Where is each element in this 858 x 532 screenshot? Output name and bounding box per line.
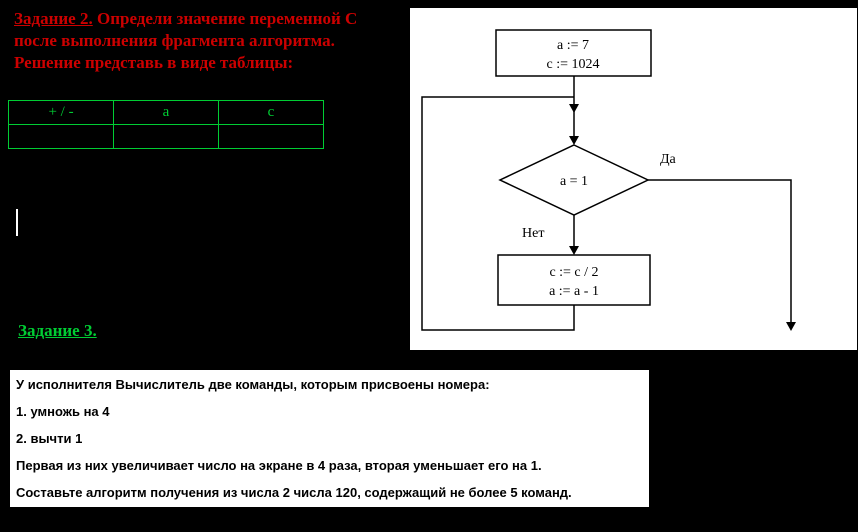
task2-title: Задание 2.: [14, 9, 93, 28]
task3-title: Задание 3.: [18, 321, 97, 340]
loop-block: [497, 254, 651, 306]
table-header-row: + / - a c: [8, 100, 324, 125]
arrowhead-junction: [569, 104, 579, 113]
task2-body-line1: Определи значение переменной С: [92, 9, 358, 28]
instruction-line-4: Первая из них увеличивает число на экран…: [16, 458, 542, 473]
flowchart-panel: a := 7 c := 1024 a = 1 Да Нет c := c / 2…: [410, 8, 857, 350]
instruction-line-3: 2. вычти 1: [16, 431, 83, 446]
loop-back-line: [421, 96, 575, 331]
solution-table: + / - a c: [8, 100, 324, 149]
task2-heading: Задание 2. Определи значение переменной …: [14, 8, 406, 74]
no-label: Нет: [522, 226, 544, 241]
table-row: [8, 124, 324, 149]
arrowhead-into-loop-block: [569, 246, 579, 255]
table-header-c: c: [218, 100, 324, 125]
instruction-line-5: Составьте алгоритм получения из числа 2 …: [16, 484, 643, 502]
instruction-line-5c: , содержащий не более 5 команд.: [357, 485, 572, 500]
yes-label: Да: [660, 152, 677, 167]
instruction-line-5b: из числа 2 числа 120: [222, 485, 358, 500]
table-cell-a: [113, 124, 219, 149]
task2-body-line2: после выполнения фрагмента алгоритма.: [14, 31, 335, 50]
instruction-line-5a: Составьте алгоритм получения: [16, 485, 223, 500]
instruction-line-1: У исполнителя Вычислитель две команды, к…: [16, 377, 490, 392]
table-header-plusminus: + / -: [8, 100, 114, 125]
yes-branch-line: [648, 179, 792, 325]
table-header-a: a: [113, 100, 219, 125]
task3-instructions-panel: У исполнителя Вычислитель две команды, к…: [8, 368, 651, 509]
table-cell-c: [218, 124, 324, 149]
arrowhead-into-condition: [569, 136, 579, 145]
init-line1: a := 7: [557, 38, 589, 53]
task2-body-line3: Решение представь в виде таблицы:: [14, 53, 294, 72]
arrowhead-yes-exit: [786, 322, 796, 331]
table-cell-plusminus: [8, 124, 114, 149]
instruction-line-2: 1. умножь на 4: [16, 404, 110, 419]
text-cursor: [16, 209, 18, 236]
init-line2: c := 1024: [547, 57, 600, 72]
condition-label: a = 1: [560, 174, 588, 189]
loop-line2: a := a - 1: [549, 284, 599, 299]
flowchart-svg: a := 7 c := 1024 a = 1 Да Нет c := c / 2…: [421, 29, 796, 331]
loop-line1: c := c / 2: [549, 265, 598, 280]
